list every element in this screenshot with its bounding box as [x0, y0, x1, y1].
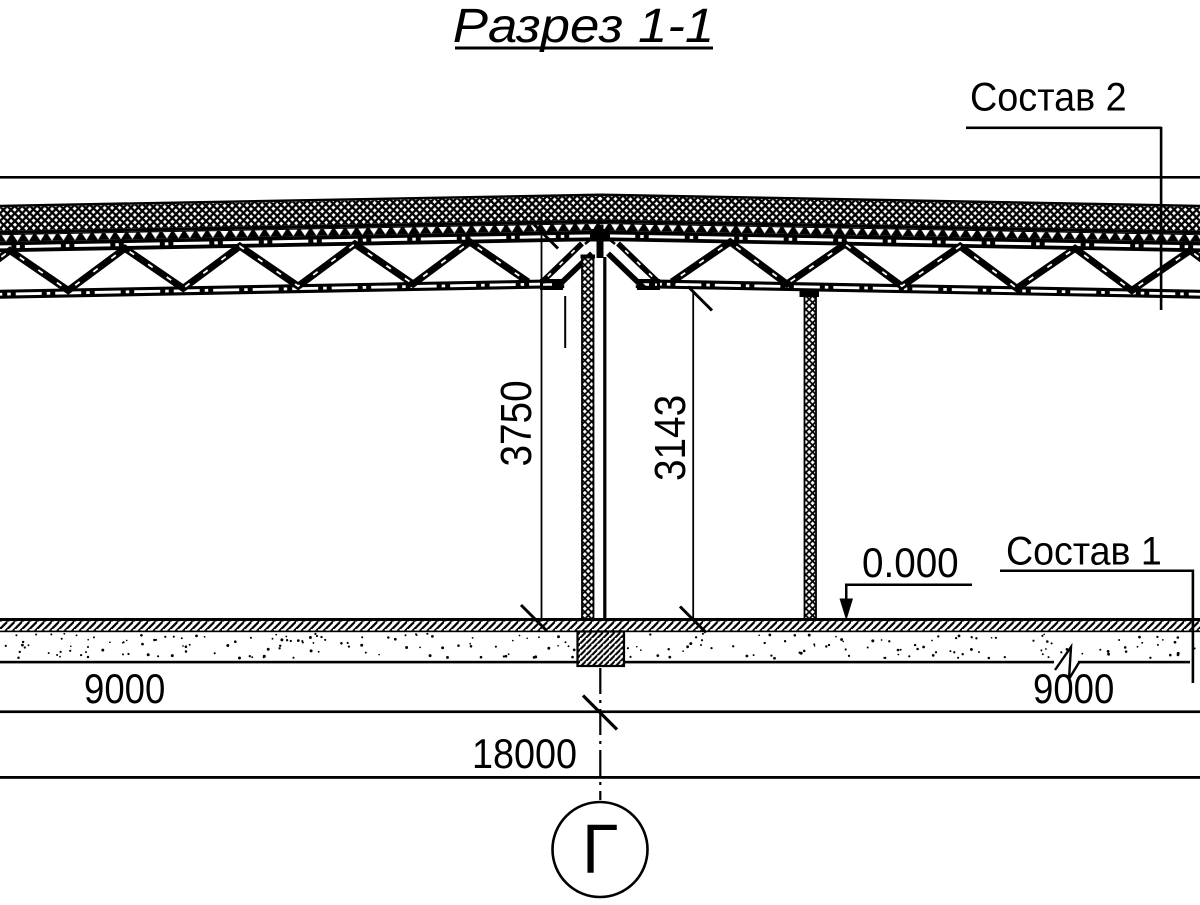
svg-text:9000: 9000	[84, 666, 165, 713]
svg-text:18000: 18000	[472, 731, 577, 777]
svg-text:0.000: 0.000	[862, 538, 959, 586]
svg-text:3750: 3750	[491, 380, 541, 466]
svg-text:Г: Г	[582, 810, 618, 888]
svg-text:9000: 9000	[1033, 666, 1114, 713]
svg-text:3143: 3143	[645, 395, 695, 481]
svg-text:Разрез 1-1: Разрез 1-1	[453, 0, 715, 52]
svg-text:Состав 2: Состав 2	[970, 76, 1127, 120]
svg-text:Состав 1: Состав 1	[1006, 529, 1162, 573]
